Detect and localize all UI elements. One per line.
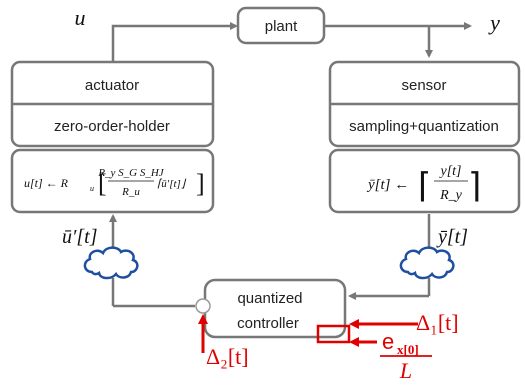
actuator-eq-lbracket: [ (98, 169, 107, 198)
left-network-cloud-icon (83, 246, 139, 280)
summing-junction (195, 298, 211, 314)
initial-state-error-marker (316, 324, 351, 344)
signal-u-bar-prime-label: ū′[t] (62, 226, 98, 248)
error-subscript: x[0] (397, 342, 419, 357)
plant-block: plant (236, 6, 326, 45)
actuator-eq-denominator: R_u (121, 186, 140, 198)
controller-label-line2: controller (237, 315, 299, 332)
actuator-label: actuator (85, 77, 139, 94)
sensor-block: sensor sampling+quantization (328, 60, 521, 148)
zoh-label: zero-order-holder (54, 118, 170, 135)
signal-u-label: u (75, 5, 86, 30)
sampling-label: sampling+quantization (349, 118, 499, 135)
sensor-eq-numerator: y[t] (439, 164, 462, 179)
controller-label-line1: quantized (237, 290, 302, 307)
plant-label: plant (265, 18, 298, 35)
sensor-eq-rceil: ⌉ (468, 168, 481, 205)
sensor-eq-lceil: ⌈ (418, 168, 431, 205)
signal-y-label: y (488, 10, 500, 35)
actuator-eq-sub: u (90, 184, 94, 193)
error-denominator: L (399, 358, 412, 383)
actuator-equation-block: u[t] ← R u [ R_y S_G S_HJ R_u ⌈ū′[t]⌋ ] (10, 148, 215, 214)
delta2-label: Δ₂[t] (206, 344, 249, 369)
sensor-equation-block: ȳ[t] ← ⌈ y[t] R_y ⌉ (328, 148, 521, 214)
actuator-eq-lhs: u[t] ← R (24, 176, 69, 190)
controller-block: quantized controller (203, 278, 347, 339)
actuator-eq-numerator: R_y S_G S_HJ (97, 167, 164, 179)
sensor-eq-denominator: R_y (439, 188, 463, 203)
actuator-eq-tail: ⌈ū′[t]⌋ (157, 178, 187, 190)
right-network-cloud-icon (399, 246, 455, 280)
sensor-label: sensor (401, 77, 446, 94)
u-to-plant-arrow (111, 22, 238, 62)
actuator-eq-rbracket: ] (196, 169, 205, 198)
actuator-block: actuator zero-order-holder (10, 60, 215, 148)
sensor-eq-lhs: ȳ[t] ← (366, 177, 409, 193)
error-numerator: e (382, 329, 394, 354)
signal-y-bar-label: ȳ[t] (436, 226, 468, 248)
delta1-label: Δ₁[t] (416, 310, 459, 335)
